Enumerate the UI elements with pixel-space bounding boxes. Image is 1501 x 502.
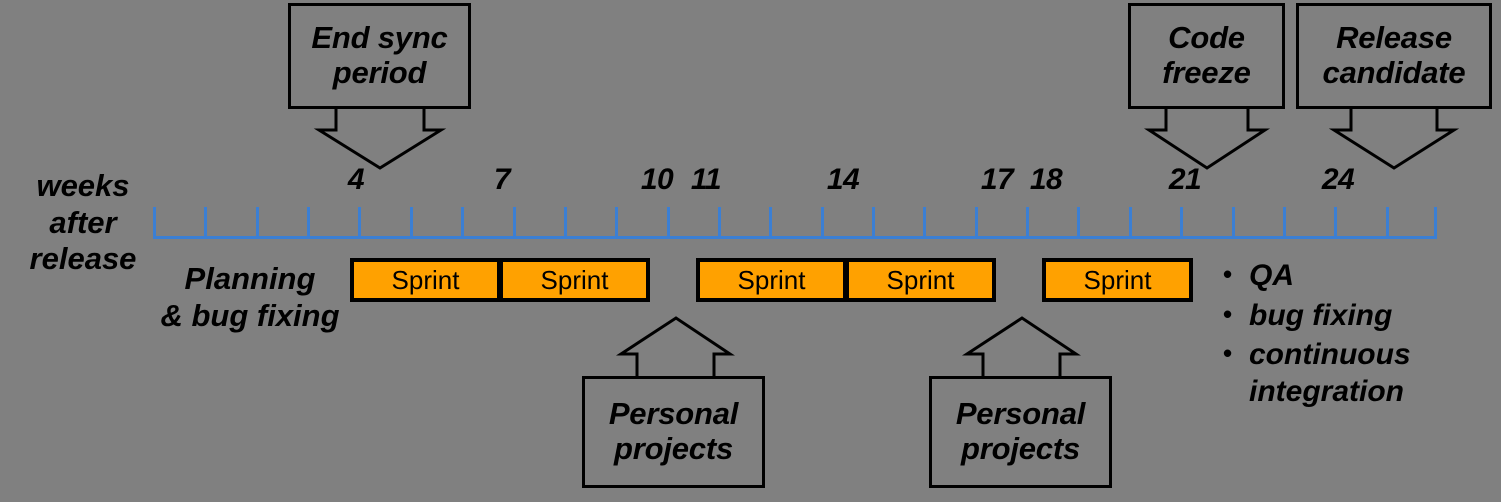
planning-and-bug-fixing-label: Planning & bug fixing: [150, 260, 350, 334]
sprint-box-2[interactable]: Sprint: [499, 258, 650, 302]
axis-tick: [564, 207, 567, 238]
week-label-14: 14: [826, 163, 860, 196]
week-label-4: 4: [347, 163, 365, 196]
sprint-box-1-label: Sprint: [391, 264, 460, 295]
week-label-24: 24: [1321, 163, 1355, 196]
week-label-18: 18: [1029, 163, 1063, 196]
axis-tick: [153, 207, 156, 238]
axis-tick: [1077, 207, 1080, 238]
axis-tick: [923, 207, 926, 238]
axis-tick: [1232, 207, 1235, 238]
activities-item-label: continuous integration: [1249, 338, 1411, 408]
sprint-box-3-label: Sprint: [737, 264, 806, 295]
week-label-21: 21: [1168, 163, 1202, 196]
axis-tick: [1386, 207, 1389, 238]
axis-tick: [769, 207, 772, 238]
axis-tick: [1180, 207, 1183, 238]
bullet-icon: •: [1223, 259, 1233, 289]
axis-caption-line-1: weeks: [36, 168, 130, 203]
sprint-box-1[interactable]: Sprint: [350, 258, 501, 302]
axis-tick: [615, 207, 618, 238]
axis-tick: [975, 207, 978, 238]
bullet-icon: •: [1223, 338, 1233, 369]
axis-tick: [667, 207, 670, 238]
axis-tick: [1434, 207, 1437, 238]
activities-list: • QA • bug fixing • continuous integrati…: [1223, 258, 1493, 413]
week-label-7: 7: [493, 163, 511, 196]
week-label-17: 17: [980, 163, 1014, 196]
sprint-box-2-label: Sprint: [540, 264, 609, 295]
bullet-icon: •: [1223, 298, 1233, 329]
axis-tick: [1283, 207, 1286, 238]
sprint-box-5[interactable]: Sprint: [1042, 258, 1193, 302]
sprint-box-4-label: Sprint: [886, 264, 955, 295]
sprint-box-4[interactable]: Sprint: [845, 258, 996, 302]
axis-tick: [204, 207, 207, 238]
axis-tick: [461, 207, 464, 238]
arrow-down-release-candidate: [1328, 107, 1460, 170]
axis-tick: [1334, 207, 1337, 238]
axis-tick: [358, 207, 361, 238]
axis-tick: [821, 207, 824, 238]
axis-tick: [872, 207, 875, 238]
list-item: • bug fixing: [1223, 298, 1493, 335]
axis-tick: [513, 207, 516, 238]
arrow-down-code-freeze: [1143, 107, 1271, 170]
arrow-up-personal-projects-1: [615, 316, 735, 377]
axis-caption: weeks after release: [18, 168, 148, 278]
list-item: • QA: [1223, 258, 1493, 295]
axis-tick: [718, 207, 721, 238]
activities-item-label: QA: [1249, 259, 1294, 292]
sprint-box-5-label: Sprint: [1083, 264, 1152, 295]
timeline-axis: [153, 207, 1437, 240]
activities-item-label: bug fixing: [1249, 298, 1393, 332]
axis-tick: [1129, 207, 1132, 238]
axis-caption-line-2: after: [49, 204, 117, 240]
axis-baseline: [153, 236, 1437, 239]
axis-tick: [1026, 207, 1029, 238]
arrow-down-end-sync-period: [313, 107, 447, 170]
axis-tick: [307, 207, 310, 238]
planning-line-2: & bug fixing: [160, 298, 340, 334]
planning-line-1: Planning: [184, 261, 316, 296]
week-label-11: 11: [690, 163, 722, 196]
week-label-10: 10: [640, 163, 674, 196]
sprint-box-3[interactable]: Sprint: [696, 258, 847, 302]
axis-tick: [256, 207, 259, 238]
arrow-up-personal-projects-2: [961, 316, 1081, 377]
axis-tick: [410, 207, 413, 238]
axis-caption-line-3: release: [29, 241, 137, 277]
list-item: • continuous integration: [1223, 337, 1493, 410]
